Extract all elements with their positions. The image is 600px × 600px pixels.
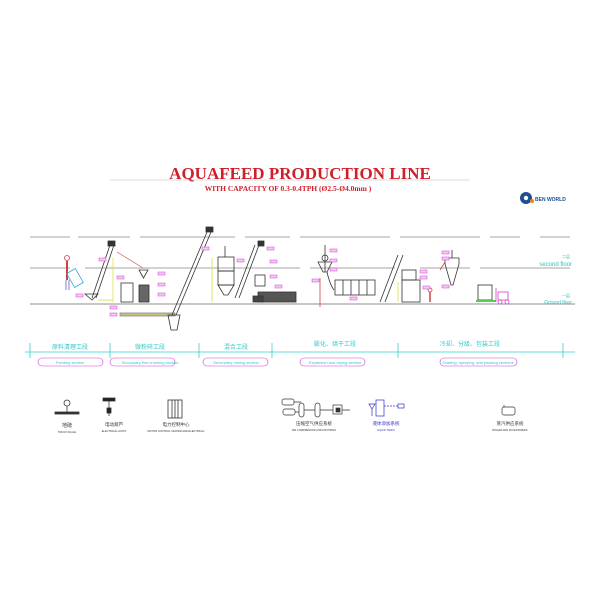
svg-text:Secondary mixing section: Secondary mixing section <box>213 360 259 365</box>
logo: BEN WORLD <box>520 192 566 204</box>
boiler-icon <box>501 405 516 416</box>
section-mixing: 混合工段 Secondary mixing section <box>202 343 269 367</box>
svg-text:Grading, spraying, and packing: Grading, spraying, and packing sections <box>442 360 513 365</box>
svg-text:混合工段: 混合工段 <box>224 343 248 351</box>
legend: 地磅 TRUCK SCALE 电动葫芦 ELECTRICAL HOIST 电力控… <box>54 397 528 434</box>
svg-text:电力控制中心: 电力控制中心 <box>163 421 190 428</box>
section-fine-crushing: 微粉碎工段 Secondary fine crushing section <box>109 343 179 367</box>
diagram-subtitle: WITH CAPACITY OF 0.3-0.4TPH (Ø2.5-Ø4.0mm… <box>205 184 372 193</box>
svg-text:微粉碎工段: 微粉碎工段 <box>135 343 165 351</box>
floor-lines <box>30 236 575 305</box>
truck-scale-icon <box>54 399 80 415</box>
svg-text:Feeding section: Feeding section <box>56 360 84 365</box>
liquid-tank-icon <box>368 399 405 417</box>
svg-text:Secondary fine crushing sectio: Secondary fine crushing section <box>122 360 179 365</box>
svg-text:压缩空气供应系统: 压缩空气供应系统 <box>296 420 332 427</box>
forklift-icon <box>495 288 510 305</box>
control-cabinet-icon <box>167 399 183 419</box>
svg-text:Expansion and drying section: Expansion and drying section <box>309 360 361 365</box>
svg-text:电动葫芦: 电动葫芦 <box>105 421 123 428</box>
section-grading-packing: 冷却、分级、包装工段 Grading, spraying, and packin… <box>439 340 518 367</box>
svg-text:MOTOR CONTROL CENTER AND ELECT: MOTOR CONTROL CENTER AND ELECTRICAL <box>147 429 205 433</box>
air-compressor-icon <box>281 398 350 418</box>
svg-text:原料清理工段: 原料清理工段 <box>52 343 88 351</box>
svg-text:液体添加系统: 液体添加系统 <box>373 420 400 427</box>
ground-floor-cn: 一层 <box>562 292 570 298</box>
ground-floor-label: Ground floor <box>544 300 572 306</box>
second-floor-label: second floor <box>539 262 572 268</box>
svg-text:TRUCK SCALE: TRUCK SCALE <box>58 430 76 434</box>
section-dimension-line <box>25 343 575 358</box>
svg-text:地磅: 地磅 <box>62 422 72 429</box>
section-expansion-drying: 膨化、烘干工段 Expansion and drying section <box>299 340 366 367</box>
equipment <box>64 226 510 331</box>
section-feeding: 原料清理工段 Feeding section <box>37 343 104 367</box>
svg-text:LIQUID TANKS: LIQUID TANKS <box>377 428 395 432</box>
worker-icon <box>64 255 70 290</box>
svg-text:蒸汽供应系统: 蒸汽供应系统 <box>497 420 524 427</box>
svg-text:ELECTRICAL HOIST: ELECTRICAL HOIST <box>102 429 127 433</box>
second-floor-cn: 二层 <box>562 253 570 259</box>
svg-text:冷却、分级、包装工段: 冷却、分级、包装工段 <box>440 340 500 348</box>
equipment-tags <box>75 246 450 317</box>
hoist-icon <box>102 397 116 416</box>
svg-text:AIR COMPRESSOR AND AIR PIPING: AIR COMPRESSOR AND AIR PIPING <box>292 428 336 432</box>
diagram-title: AQUAFEED PRODUCTION LINE <box>169 164 431 183</box>
logo-text: BEN WORLD <box>535 197 566 203</box>
svg-text:膨化、烘干工段: 膨化、烘干工段 <box>314 340 356 348</box>
svg-text:BOILER AND ACCESSORIES: BOILER AND ACCESSORIES <box>493 428 528 432</box>
